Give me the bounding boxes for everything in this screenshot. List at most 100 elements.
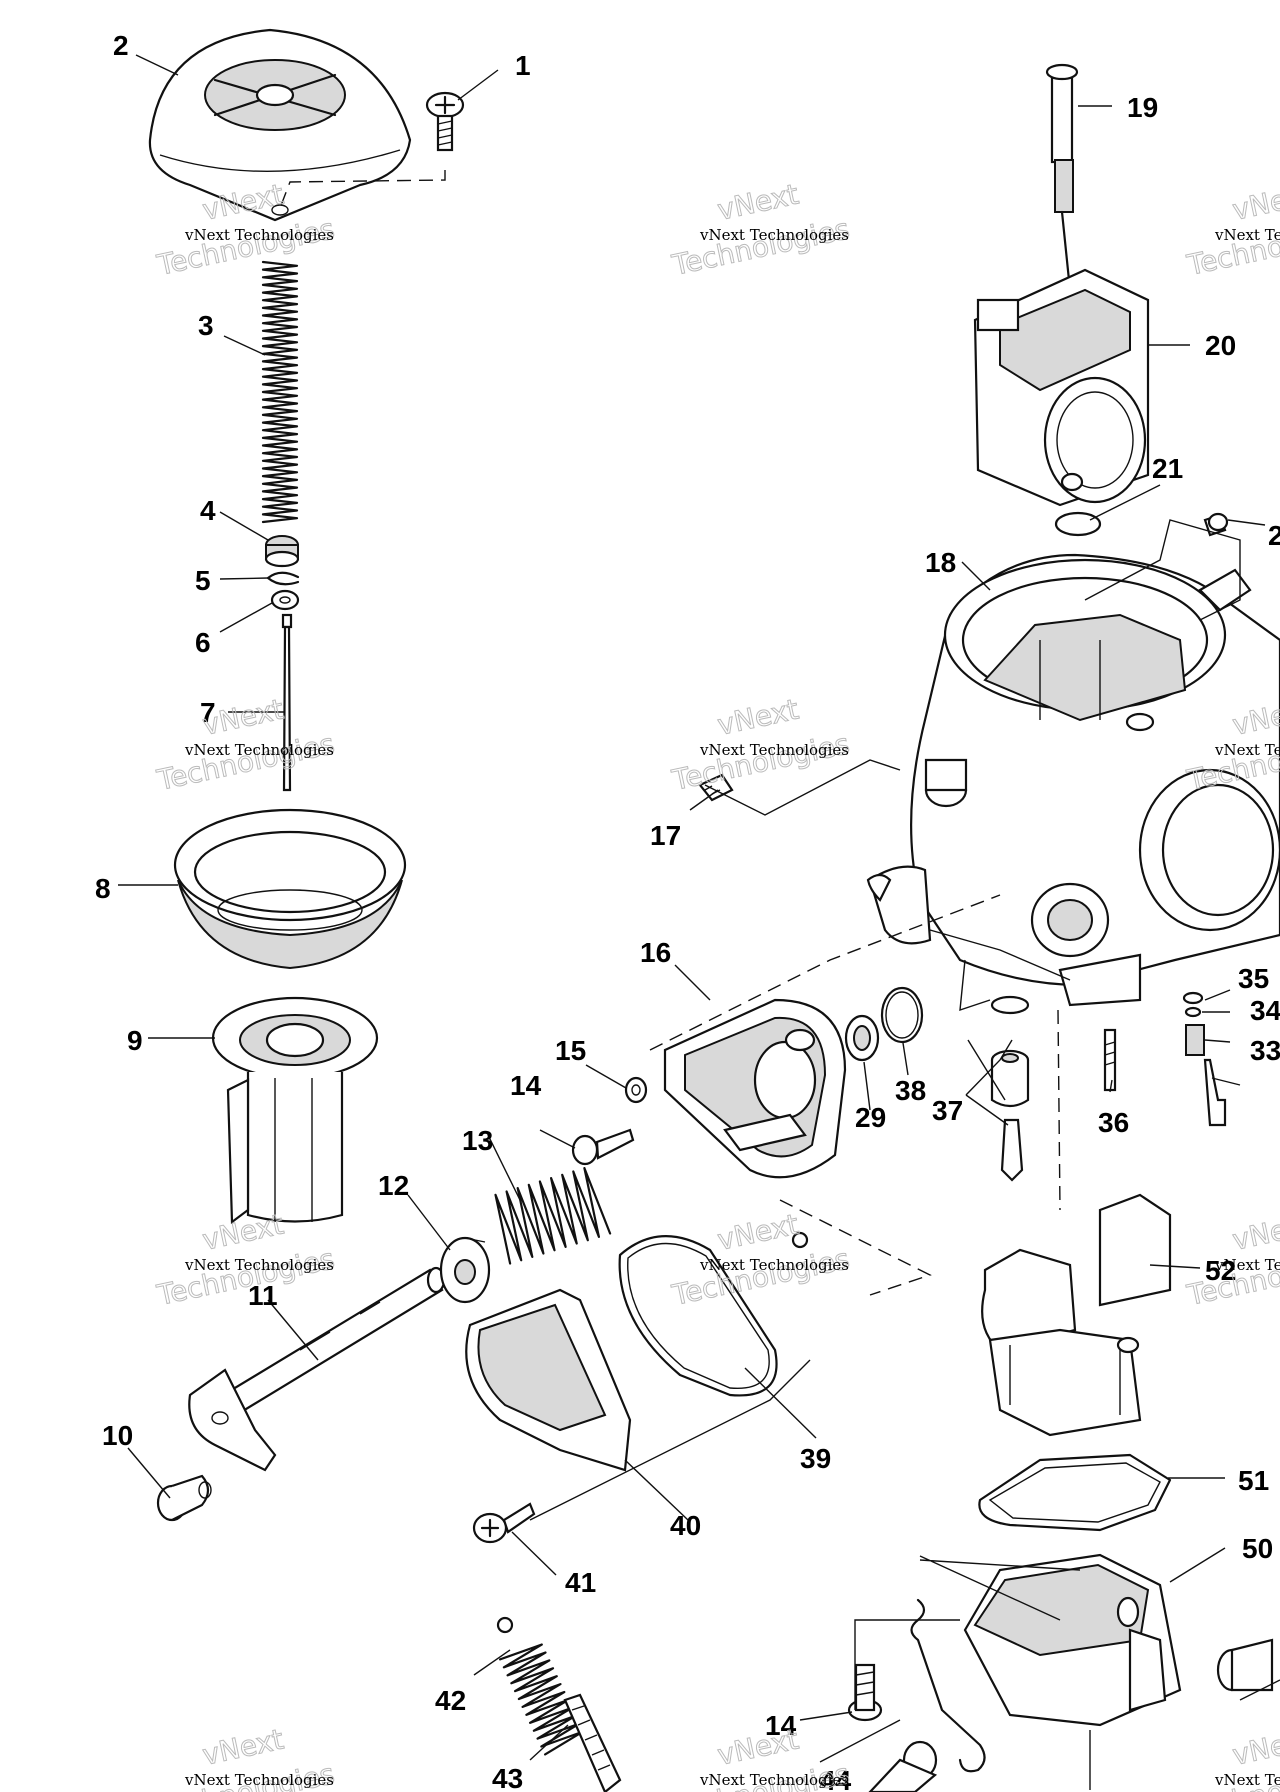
assembly-line xyxy=(779,1199,932,1296)
callout-20: 20 xyxy=(1205,330,1236,361)
callout-4: 4 xyxy=(200,495,216,526)
part-diaphragm-cover xyxy=(465,1288,632,1472)
callout-2-right: 2 xyxy=(1268,520,1280,551)
part-plug xyxy=(156,1474,212,1522)
part-gasket xyxy=(978,1453,1172,1532)
watermark-ghost-top: vNext xyxy=(200,1208,287,1257)
callout-8: 8 xyxy=(95,873,111,904)
part-float-valve xyxy=(990,995,1030,1182)
part-throttle-housing xyxy=(973,268,1150,507)
callout-42: 42 xyxy=(435,1685,466,1716)
callout-50: 50 xyxy=(1242,1533,1273,1564)
part-o-ring xyxy=(880,986,924,1044)
callout-17: 17 xyxy=(650,820,681,851)
assembly-line xyxy=(649,894,1001,1051)
callout-1: 1 xyxy=(515,50,531,81)
callout-52: 52 xyxy=(1205,1255,1236,1286)
watermark-text: vNext Technologies xyxy=(184,226,334,244)
part-cover-body xyxy=(663,998,847,1249)
callout-41: 41 xyxy=(565,1567,596,1598)
assembly-line xyxy=(1089,1679,1280,1790)
assembly-line xyxy=(959,959,1006,1101)
callout-14: 14 xyxy=(510,1070,542,1101)
callout-5: 5 xyxy=(195,565,211,596)
watermark-text: vNext Technologies xyxy=(1214,1256,1280,1274)
watermark-ghost-top: vNext xyxy=(715,1723,802,1772)
part-cover-screw xyxy=(472,1502,536,1544)
part-air-box xyxy=(981,1193,1172,1437)
part-screw xyxy=(279,91,465,209)
watermark-ghost-top: vNext xyxy=(1230,178,1280,227)
watermark-ghost-top: vNext xyxy=(715,693,802,742)
callout-3: 3 xyxy=(198,310,214,341)
part-clip xyxy=(910,1598,986,1773)
callout-44: 44 xyxy=(820,1765,852,1792)
callout-11: 11 xyxy=(248,1280,278,1311)
watermark-ghost-bottom: Technologies xyxy=(669,1242,853,1312)
part-cover-gasket xyxy=(618,1235,778,1397)
watermark-ghost-top: vNext xyxy=(715,178,802,227)
callout-labels: 1 2 3 4 5 6 7 8 9 10 11 12 13 14 15 16 1… xyxy=(95,30,1280,1792)
watermark-text: vNext Technologies xyxy=(184,1256,334,1274)
watermark-ghost-bottom: Technologies xyxy=(669,727,853,797)
callout-10: 10 xyxy=(102,1420,133,1451)
assembly-line xyxy=(1084,519,1241,621)
callout-38: 38 xyxy=(895,1075,926,1106)
callout-51: 51 xyxy=(1238,1465,1269,1496)
part-bowl-screw xyxy=(847,1663,883,1722)
watermark-ghost-top: vNext xyxy=(715,1208,802,1257)
part-ball xyxy=(496,1616,514,1634)
callout-15: 15 xyxy=(555,1035,586,1066)
watermark-text: vNext Technologies xyxy=(184,741,334,759)
watermark-text: vNext Technologies xyxy=(1214,226,1280,244)
callout-2: 2 xyxy=(113,30,129,61)
part-washer xyxy=(270,589,300,611)
callout-18: 18 xyxy=(925,547,956,578)
watermark-ghost-bottom: Technologies xyxy=(154,1242,338,1312)
part-pilot-jet xyxy=(1103,1028,1117,1092)
callout-19: 19 xyxy=(1127,92,1158,123)
part-jet-needle xyxy=(281,613,293,792)
part-diaphragm xyxy=(173,808,407,970)
watermark-text: vNext Technologies xyxy=(1214,1771,1280,1789)
spring3-coil xyxy=(261,260,299,524)
part-seal-washer xyxy=(439,1236,491,1304)
spring13-coil xyxy=(494,1167,612,1265)
watermark-ghost-top: vNext xyxy=(1230,1723,1280,1772)
assembly-line xyxy=(854,1555,1081,1710)
callout-33: 33 xyxy=(1250,1035,1280,1066)
part-screw-small xyxy=(571,1076,648,1166)
part-coil-spring xyxy=(494,1167,612,1265)
callout-39: 39 xyxy=(800,1443,831,1474)
leader-lines xyxy=(118,54,1266,1763)
watermark-text: vNext Technologies xyxy=(184,1771,334,1789)
part-mixture-screw xyxy=(1182,991,1227,1127)
part-e-clip xyxy=(266,571,300,586)
part-o-ring-throttle xyxy=(1054,511,1102,537)
part-throttle-slide xyxy=(211,996,379,1225)
callout-7: 7 xyxy=(200,697,216,728)
callout-37: 37 xyxy=(932,1095,963,1126)
callout-29: 29 xyxy=(855,1102,886,1133)
callout-34: 34 xyxy=(1250,995,1280,1026)
assembly-line xyxy=(1057,1009,1061,1211)
assembly-line xyxy=(704,759,901,816)
part-screw-small-b xyxy=(1207,512,1229,532)
callout-21: 21 xyxy=(1152,453,1183,484)
part-spring xyxy=(261,260,299,524)
watermark-ghost-top: vNext xyxy=(200,1723,287,1772)
watermark-text: vNext Technologies xyxy=(699,226,849,244)
part-spring-seat xyxy=(264,535,300,568)
watermark-text: vNext Technologies xyxy=(699,741,849,759)
callout-6: 6 xyxy=(195,627,211,658)
callout-35: 35 xyxy=(1238,963,1269,994)
watermark-text: vNext Technologies xyxy=(699,1256,849,1274)
callout-40: 40 xyxy=(670,1510,701,1541)
callout-12: 12 xyxy=(378,1170,409,1201)
part-top-cap xyxy=(148,28,412,222)
callout-36: 36 xyxy=(1098,1107,1129,1138)
watermark-ghost-bottom: Technologies xyxy=(669,212,853,282)
assembly-line xyxy=(529,1359,811,1521)
callout-43: 43 xyxy=(492,1763,523,1792)
